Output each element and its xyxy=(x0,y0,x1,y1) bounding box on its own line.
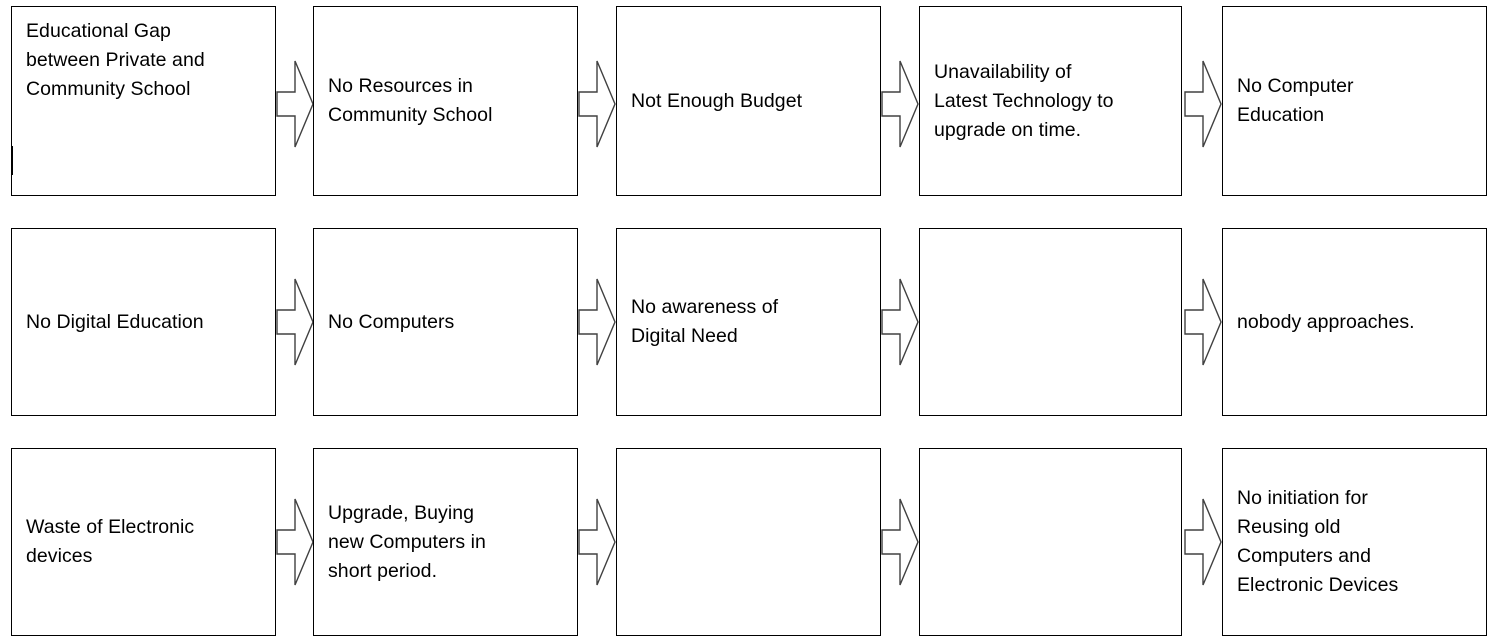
arrow-r1-2 xyxy=(578,60,616,148)
node-label-r2c3: No awareness of Digital Need xyxy=(631,296,779,347)
arrow-r3-2 xyxy=(578,498,616,586)
text-caret xyxy=(11,146,13,175)
node-box-r1c3[interactable]: Not Enough Budget xyxy=(616,6,881,196)
node-label-r1c5: No Computer Education xyxy=(1237,75,1354,126)
node-box-r1c2[interactable]: No Resources in Community School xyxy=(313,6,578,196)
node-box-r3c2[interactable]: Upgrade, Buying new Computers in short p… xyxy=(313,448,578,636)
node-label-r1c4: Unavailability of Latest Technology to u… xyxy=(934,60,1114,141)
node-box-r3c3[interactable] xyxy=(616,448,881,636)
node-box-r3c1[interactable]: Waste of Electronic devices xyxy=(11,448,276,636)
node-label-r1c3: Not Enough Budget xyxy=(631,89,803,112)
node-box-r2c2[interactable]: No Computers xyxy=(313,228,578,416)
node-label-r1c2: No Resources in Community School xyxy=(328,75,493,126)
node-box-r1c5[interactable]: No Computer Education xyxy=(1222,6,1487,196)
arrow-r3-3 xyxy=(881,498,919,586)
node-box-r1c4[interactable]: Unavailability of Latest Technology to u… xyxy=(919,6,1182,196)
node-label-r2c2: No Computers xyxy=(328,310,455,333)
node-label-r3c2: Upgrade, Buying new Computers in short p… xyxy=(328,501,486,582)
arrow-r2-3 xyxy=(881,278,919,366)
node-label-r2c5: nobody approaches. xyxy=(1237,310,1415,333)
node-label-r1c1: Educational Gap between Private and Comm… xyxy=(26,20,205,100)
arrow-r1-1 xyxy=(276,60,314,148)
node-label-r2c1: No Digital Education xyxy=(26,310,204,333)
node-label-r3c5: No initiation for Reusing old Computers … xyxy=(1237,487,1399,596)
node-box-r2c3[interactable]: No awareness of Digital Need xyxy=(616,228,881,416)
arrow-r3-4 xyxy=(1184,498,1222,586)
arrow-r1-4 xyxy=(1184,60,1222,148)
node-box-r3c5[interactable]: No initiation for Reusing old Computers … xyxy=(1222,448,1487,636)
arrow-r3-1 xyxy=(276,498,314,586)
node-box-r2c1[interactable]: No Digital Education xyxy=(11,228,276,416)
node-box-r3c4[interactable] xyxy=(919,448,1182,636)
arrow-r2-4 xyxy=(1184,278,1222,366)
node-label-r3c1: Waste of Electronic devices xyxy=(26,516,195,567)
node-box-r1c1[interactable]: Educational Gap between Private and Comm… xyxy=(11,6,276,196)
arrow-r2-2 xyxy=(578,278,616,366)
node-box-r2c4[interactable] xyxy=(919,228,1182,416)
arrow-r2-1 xyxy=(276,278,314,366)
arrow-r1-3 xyxy=(881,60,919,148)
node-box-r2c5[interactable]: nobody approaches. xyxy=(1222,228,1487,416)
